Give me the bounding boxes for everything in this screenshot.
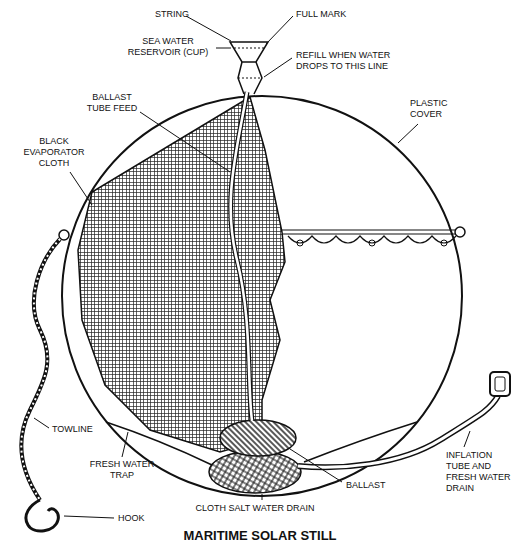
leader-line — [264, 58, 292, 77]
full-mark-line — [234, 48, 264, 49]
refill-line — [238, 78, 262, 79]
callout-label: PLASTIC COVER — [410, 98, 458, 120]
callout-label: REFILL WHEN WATER DROPS TO THIS LINE — [296, 50, 408, 72]
callout-label: TOWLINE — [52, 424, 102, 435]
leader-line — [464, 431, 470, 447]
tube-valve-inner — [495, 377, 505, 391]
leader-line — [122, 432, 128, 457]
leader-line — [140, 112, 230, 172]
callout-label: SEA WATER RESERVOIR (CUP) — [118, 36, 218, 58]
cup-neck — [238, 62, 262, 94]
callout-label: BLACK EVAPORATOR CLOTH — [22, 136, 86, 169]
leader-line — [262, 494, 263, 500]
hem-loop — [441, 240, 447, 246]
callout-label: FULL MARK — [296, 9, 356, 20]
towline-twist — [21, 239, 60, 500]
ballast-tube-outer — [231, 92, 252, 421]
rod-ring — [455, 227, 465, 237]
salt-water-drain — [209, 451, 301, 493]
leader-line — [70, 172, 92, 205]
evaporator-cloth — [78, 97, 285, 452]
tow-ring — [59, 230, 69, 240]
hem-loop — [369, 240, 375, 246]
leader-line — [34, 418, 49, 428]
ballast — [220, 420, 296, 456]
ballast-tube-inner — [231, 92, 252, 421]
leader-lines — [34, 16, 470, 518]
callout-label: CLOTH SALT WATER DRAIN — [180, 503, 330, 514]
callout-label: HOOK — [118, 513, 158, 524]
leader-line — [398, 124, 418, 143]
leader-line — [216, 48, 231, 49]
callout-label: FRESH WATER TRAP — [88, 459, 156, 481]
leader-line — [290, 449, 342, 482]
tube-valve — [490, 372, 510, 396]
leader-line — [266, 16, 293, 44]
leader-line — [64, 516, 114, 518]
hook-symbol — [26, 500, 58, 531]
callout-label: INFLATION TUBE AND FRESH WATER DRAIN — [446, 450, 516, 494]
reservoir-cup — [230, 42, 268, 62]
hem-loop — [297, 240, 303, 246]
callout-label: STRING — [150, 9, 194, 20]
support-rod — [282, 230, 462, 234]
towline-rope — [21, 239, 60, 500]
callout-label: BALLAST — [346, 480, 396, 491]
diagram-title: MARITIME SOLAR STILL — [0, 528, 520, 543]
plastic-cover — [62, 96, 462, 496]
callout-label: BALLAST TUBE FEED — [82, 92, 142, 114]
